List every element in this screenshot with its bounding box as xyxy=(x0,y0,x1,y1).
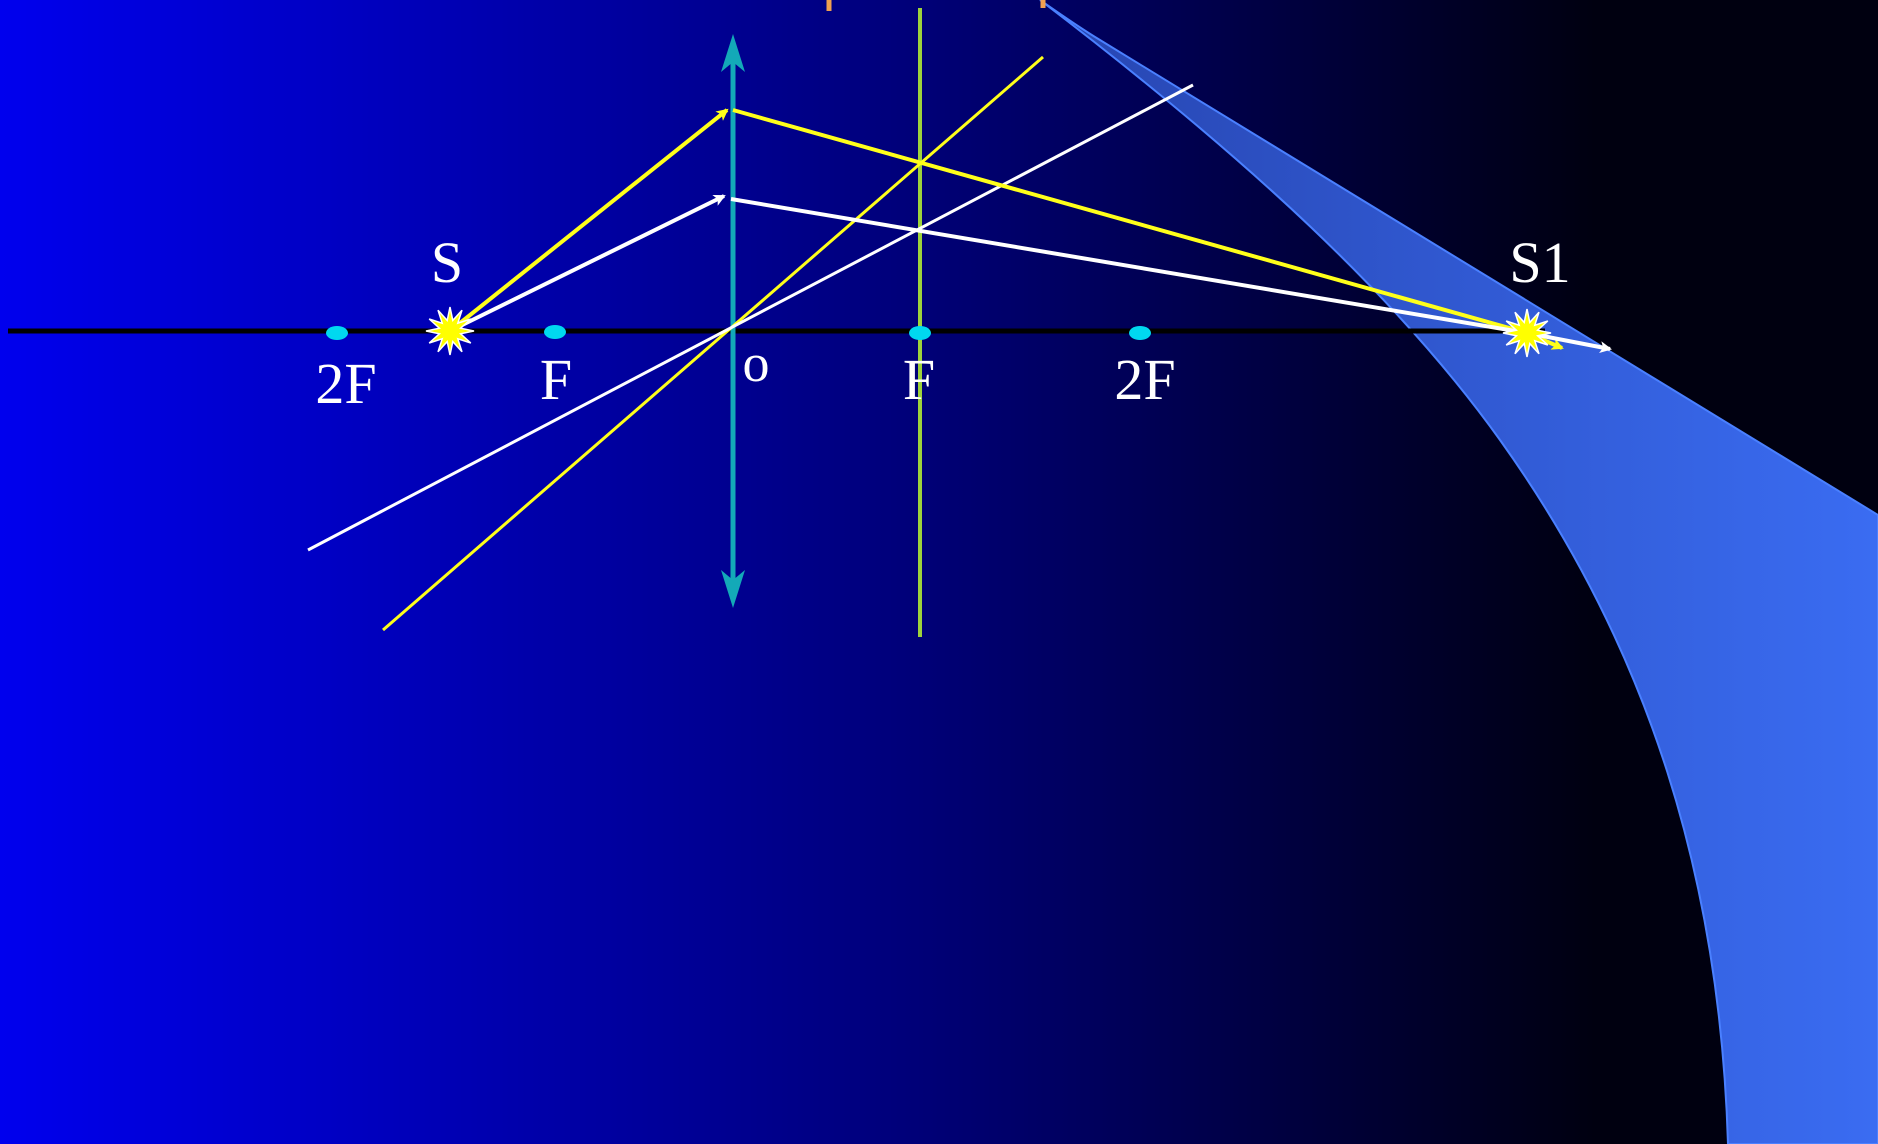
label-left-f: F xyxy=(540,347,572,412)
label-right-2f: 2F xyxy=(1114,347,1175,412)
label-source: S xyxy=(431,230,463,295)
ray-yellow-refracted xyxy=(732,108,1528,335)
label-right-f: F xyxy=(903,347,935,412)
lens-arrow-down-icon xyxy=(721,570,745,608)
ray-yellow-incident xyxy=(448,108,729,333)
ray-white-construction xyxy=(307,83,1194,552)
star-burst-shape xyxy=(425,306,475,356)
focus-point-left-f xyxy=(544,325,566,339)
source-star-burst-icon xyxy=(425,306,475,356)
ray-yellow-construction xyxy=(382,55,1044,632)
label-optical-center: o xyxy=(743,333,770,393)
image-star-burst-icon xyxy=(1502,308,1552,358)
label-left-2f: 2F xyxy=(315,351,376,416)
label-image: S1 xyxy=(1509,230,1570,295)
ray-white-incident xyxy=(449,194,726,333)
lens-arrow-up-icon xyxy=(721,34,745,72)
star-burst-shape xyxy=(1502,308,1552,358)
decorative-band xyxy=(1039,0,1878,1144)
focus-point-right-f xyxy=(909,326,931,340)
focus-point-left-2f xyxy=(326,326,348,340)
convex-lens xyxy=(721,34,745,608)
ray-white-refracted xyxy=(730,197,1528,335)
focus-point-right-2f xyxy=(1129,326,1151,340)
